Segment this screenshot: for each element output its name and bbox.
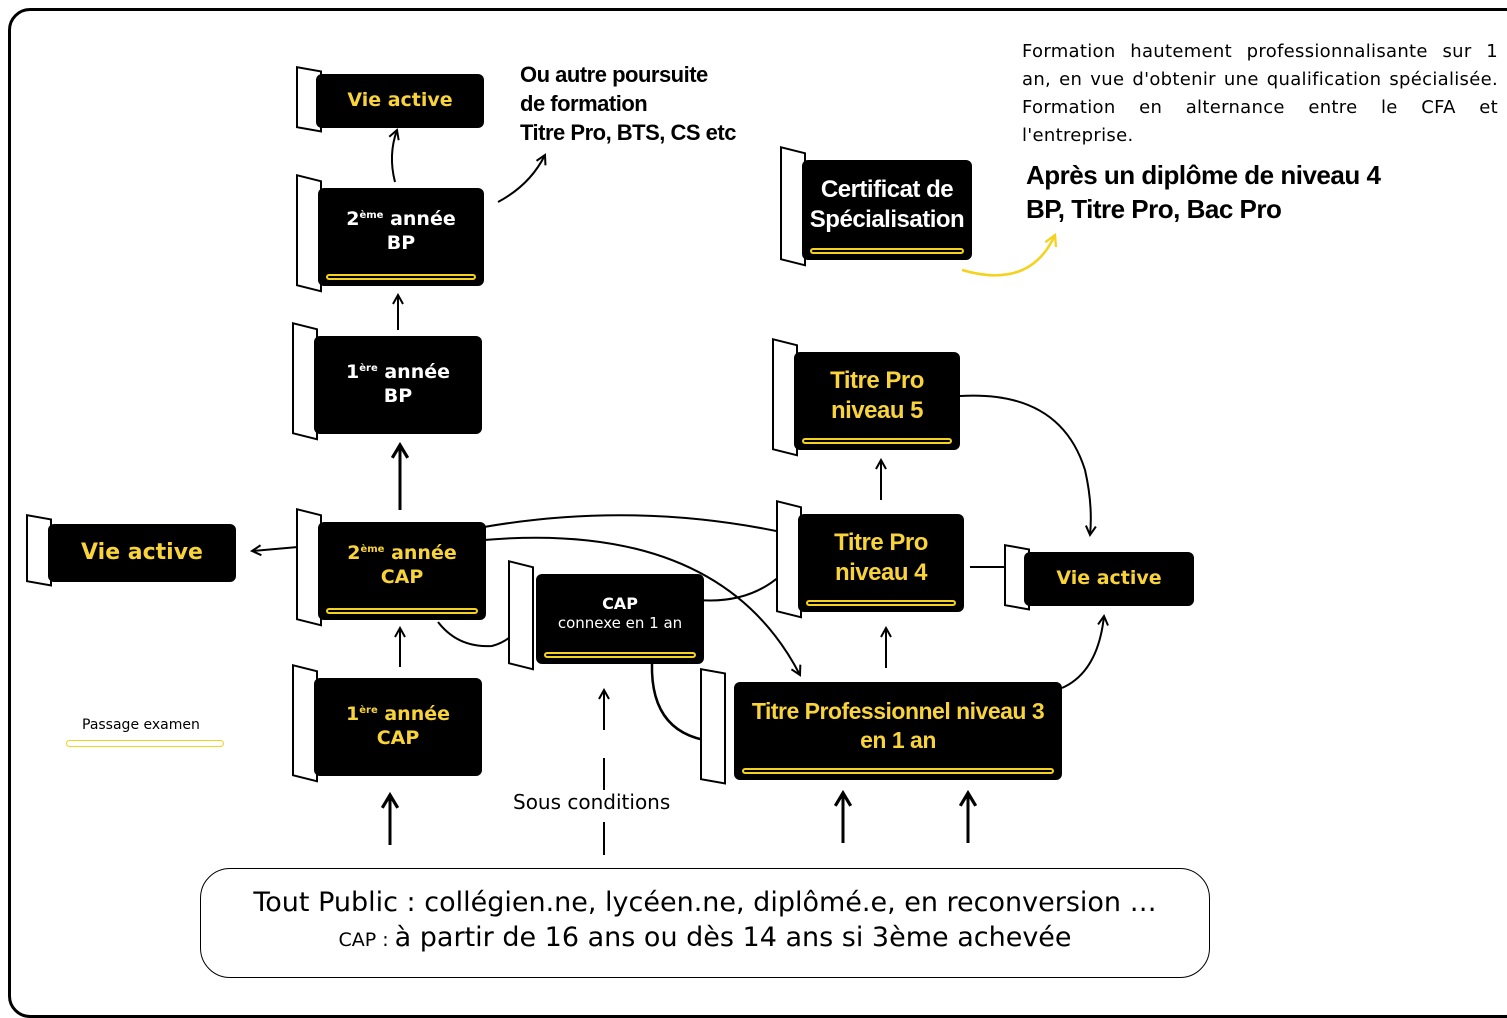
sous-conditions-label: Sous conditions xyxy=(513,790,671,814)
exam-bar xyxy=(802,438,952,444)
node-line2: CAP xyxy=(376,727,420,749)
node-line1: CAP xyxy=(602,593,638,613)
node-card: 2ème année BP xyxy=(318,188,484,286)
exam-bar xyxy=(806,600,956,606)
node-line1: Titre Pro xyxy=(830,367,924,394)
annotation-line: Ou autre poursuite xyxy=(520,62,708,87)
node-flap xyxy=(700,668,726,785)
arrow-cap2-to-titre-pro-4 xyxy=(483,514,795,535)
node-line2: connexe en 1 an xyxy=(557,613,683,632)
exam-bar xyxy=(742,768,1054,774)
node-line1: 1ère année xyxy=(346,703,450,726)
node-label: Vie active xyxy=(347,89,453,112)
annotation-line: Titre Pro, BTS, CS etc xyxy=(520,120,736,145)
node-line1: 2ème année xyxy=(346,208,456,231)
node-card: Titre Professionnel niveau 3 en 1 an xyxy=(734,682,1062,780)
annotation-line: de formation xyxy=(520,91,648,116)
node-line2: CAP xyxy=(380,566,424,588)
public-line-2: CAP : à partir de 16 ans ou dès 14 ans s… xyxy=(201,922,1209,953)
node-line2: BP xyxy=(386,232,416,254)
arrow-certificat-yellow xyxy=(961,235,1055,277)
node-line2: niveau 4 xyxy=(834,559,928,586)
node-card: Vie active xyxy=(48,524,236,582)
arrow-bp2-to-autre xyxy=(497,155,545,203)
node-cap-connexe: CAP connexe en 1 an xyxy=(508,560,704,671)
legend-exam-bar xyxy=(66,740,224,747)
arrow-cap2-to-vie-active-left xyxy=(252,547,299,551)
node-line2: en 1 an xyxy=(860,727,936,753)
node-vie-active-left: Vie active xyxy=(26,514,236,587)
exam-bar xyxy=(544,652,696,658)
node-line1: Titre Professionnel niveau 3 xyxy=(751,698,1045,725)
annotation-apres-diplome: Après un diplôme de niveau 4 BP, Titre P… xyxy=(1026,158,1381,226)
node-vie-active-top: Vie active xyxy=(296,66,484,133)
annotation-line: BP, Titre Pro, Bac Pro xyxy=(1026,194,1282,224)
node-titre-pro-niveau-3: Titre Professionnel niveau 3 en 1 an xyxy=(700,668,1062,785)
node-line2: BP xyxy=(383,385,413,407)
node-cap-year-2: 2ème année CAP xyxy=(296,508,486,627)
node-card: CAP connexe en 1 an xyxy=(536,574,704,664)
annotation-autre-poursuite: Ou autre poursuite de formation Titre Pr… xyxy=(520,60,736,147)
node-line2: Spécialisation xyxy=(809,206,965,233)
exam-bar xyxy=(810,248,964,254)
node-card: 1ère année BP xyxy=(314,336,482,434)
arrow-titre-pro-3-to-vie-active xyxy=(1061,616,1104,689)
public-cap-prefix: CAP : xyxy=(338,929,395,951)
node-line1: 2ème année xyxy=(347,542,457,565)
legend-label: Passage examen xyxy=(82,717,200,733)
node-titre-pro-niveau-5: Titre Pro niveau 5 xyxy=(772,338,960,457)
node-card: Titre Pro niveau 4 xyxy=(798,514,964,612)
node-card: 2ème année CAP xyxy=(318,522,486,620)
public-box: Tout Public : collégien.ne, lycéen.ne, d… xyxy=(200,868,1210,978)
node-titre-pro-niveau-4: Titre Pro niveau 4 xyxy=(776,500,964,619)
node-line2: niveau 5 xyxy=(830,397,924,424)
node-line1: 1ère année xyxy=(346,361,450,384)
arrow-titre-pro-5-to-vie-active xyxy=(959,394,1091,535)
node-card: Vie active xyxy=(316,74,484,128)
annotation-line: Après un diplôme de niveau 4 xyxy=(1026,160,1381,190)
node-certificat-specialisation: Certificat de Spécialisation xyxy=(780,146,972,267)
node-card: Vie active xyxy=(1024,552,1194,606)
node-label: Vie active xyxy=(81,540,203,566)
node-line1: Certificat de xyxy=(820,176,954,203)
public-line-1: Tout Public : collégien.ne, lycéen.ne, d… xyxy=(253,887,1157,918)
public-age-text: à partir de 16 ans ou dès 14 ans si 3ème… xyxy=(394,922,1072,953)
node-card: 1ère année CAP xyxy=(314,678,482,776)
node-vie-active-right: Vie active xyxy=(1004,544,1194,611)
exam-bar xyxy=(326,608,478,614)
exam-bar xyxy=(326,274,476,280)
node-label: Vie active xyxy=(1056,567,1162,590)
node-card: Certificat de Spécialisation xyxy=(802,160,972,260)
node-cap-year-1: 1ère année CAP xyxy=(292,664,482,783)
node-flap xyxy=(508,560,534,671)
node-bp-year-2: 2ème année BP xyxy=(296,174,484,293)
node-card: Titre Pro niveau 5 xyxy=(794,352,960,450)
arrow-cap2-to-titre-pro-3 xyxy=(483,536,800,675)
node-line1: Titre Pro xyxy=(834,529,928,556)
node-bp-year-1: 1ère année BP xyxy=(292,322,482,441)
description-text: Formation hautement professionnalisante … xyxy=(1022,41,1498,146)
arrow-bp2-to-vie-active xyxy=(392,130,397,183)
